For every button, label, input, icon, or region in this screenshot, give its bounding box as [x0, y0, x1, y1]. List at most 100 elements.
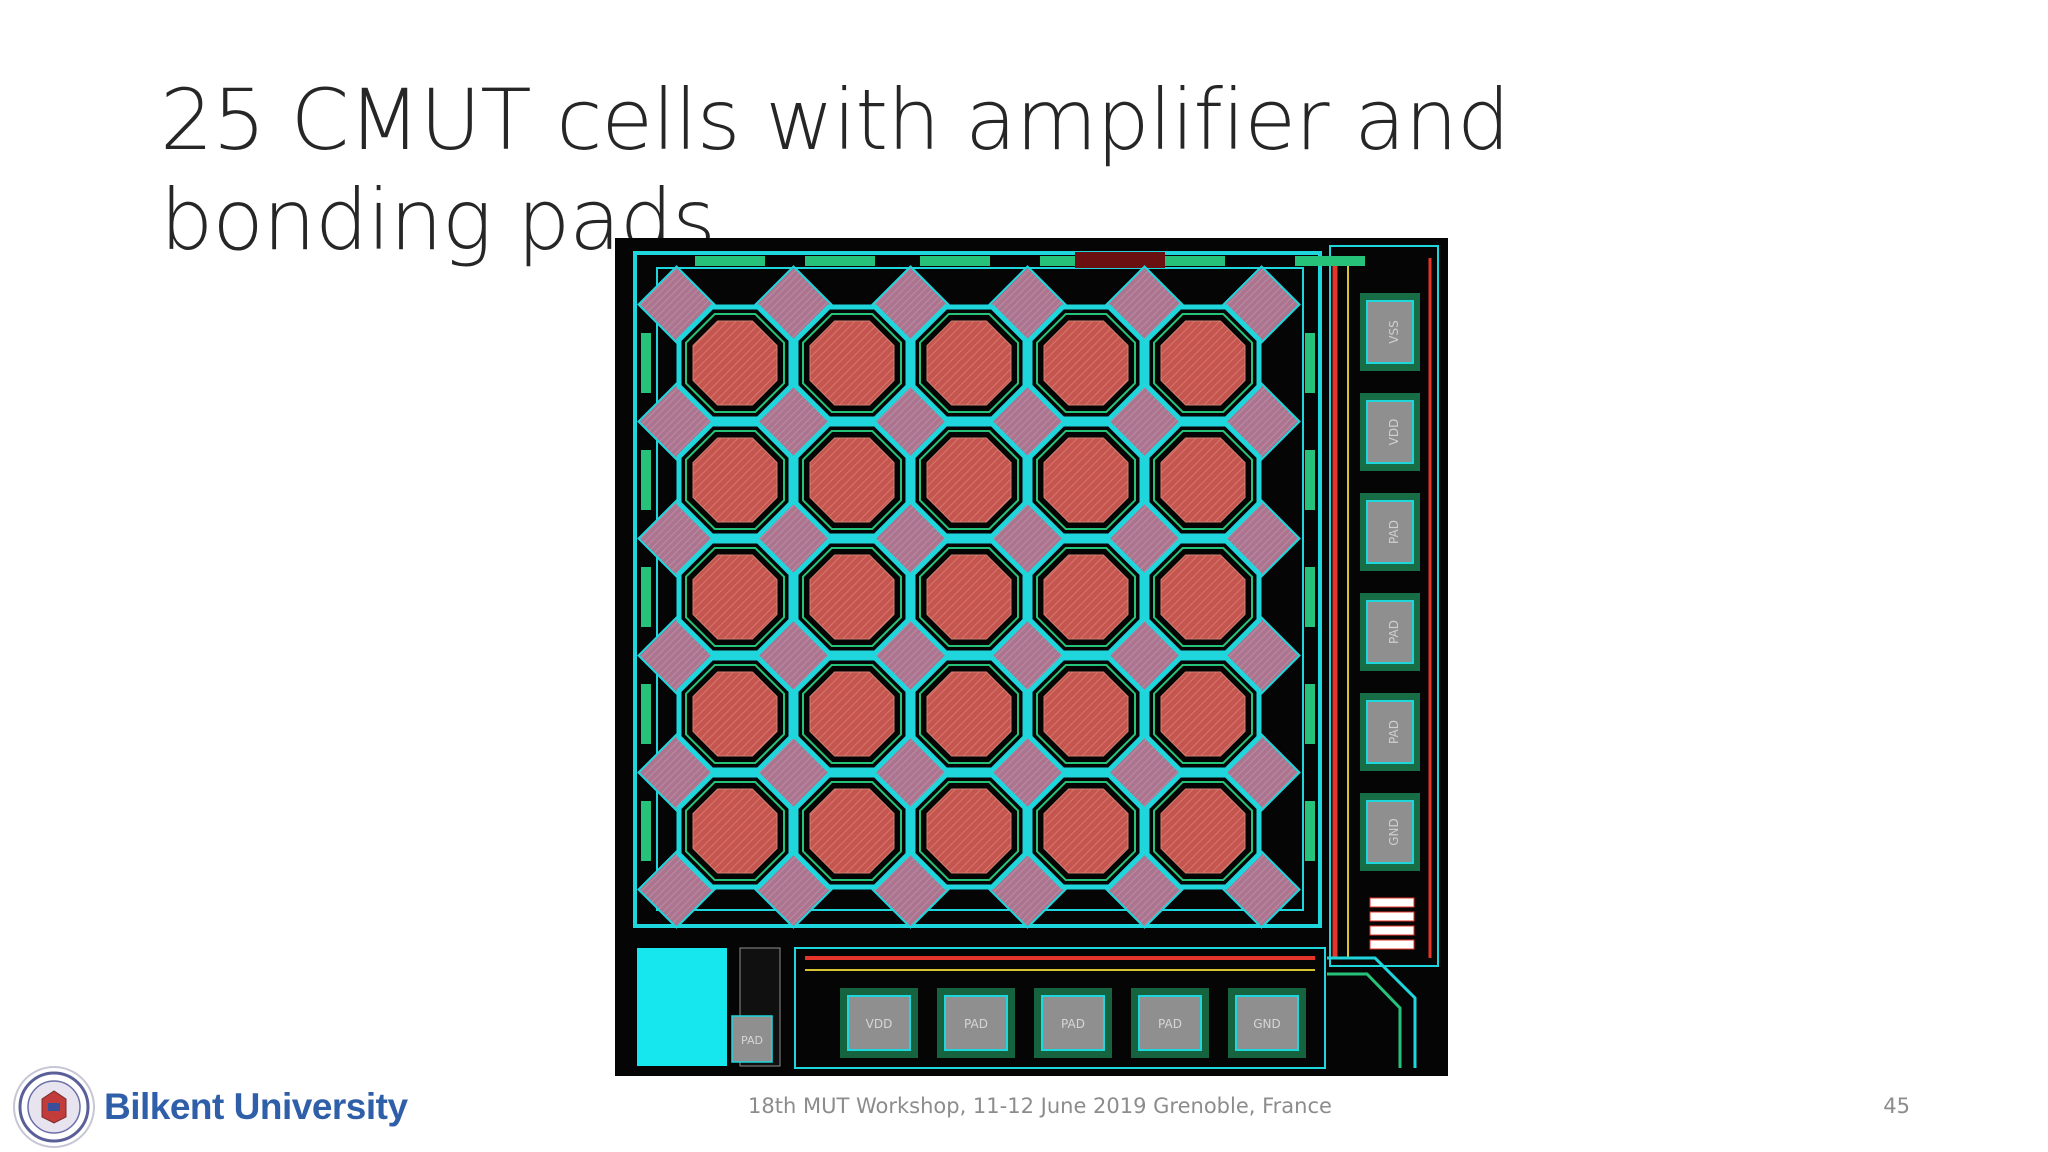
cmut-cell-ring [1036, 430, 1136, 530]
cmut-cell-ring [685, 430, 785, 530]
bottom-pad-label: VDD [866, 1017, 893, 1031]
cmut-cell-ring [919, 430, 1019, 530]
cmut-cell-frame [1144, 304, 1262, 422]
cmut-cell-ring [1036, 313, 1136, 413]
cmut-membrane [926, 437, 1012, 523]
cmut-cell-frame [1027, 304, 1145, 422]
cmut-membrane [809, 554, 895, 640]
cmut-cell-ring [1153, 313, 1253, 413]
bottom-pad [847, 995, 911, 1051]
component-block [1369, 911, 1415, 922]
left-stub [641, 333, 651, 393]
cmut-cell-ring [1153, 781, 1253, 881]
right-pad [1366, 300, 1414, 364]
cmut-cell-ring [919, 664, 1019, 764]
bottom-pad-label: PAD [1061, 1017, 1085, 1031]
corner-pad [731, 1015, 773, 1063]
cmut-membrane [1043, 554, 1129, 640]
top-edge-pad-2 [805, 256, 875, 266]
bottom-pad [944, 995, 1008, 1051]
cmut-membrane [692, 437, 778, 523]
cmut-cell-ring [685, 781, 785, 881]
component-block [1369, 897, 1415, 908]
cmut-membrane [1160, 554, 1246, 640]
cmut-cell-frame [1144, 772, 1262, 890]
corner-pad-label: PAD [741, 1034, 763, 1047]
top-red-block [1075, 252, 1165, 268]
bottom-pad-label: PAD [964, 1017, 988, 1031]
cmut-membrane [809, 320, 895, 406]
cmut-cell-frame [676, 538, 794, 656]
cmut-cell-frame [910, 304, 1028, 422]
right-pad [1366, 600, 1414, 664]
cmut-cell-frame [676, 772, 794, 890]
cmut-cell-frame [1027, 538, 1145, 656]
right-stub [1305, 801, 1315, 861]
right-pad [1366, 500, 1414, 564]
cmut-cell-frame [676, 655, 794, 773]
cmut-membrane [1043, 437, 1129, 523]
cmut-cell-frame [1144, 655, 1262, 773]
cmut-membrane [809, 437, 895, 523]
cmut-cell-frame [793, 655, 911, 773]
cmut-cell-frame [793, 421, 911, 539]
top-edge-pad-3 [920, 256, 990, 266]
cmut-cell-frame [676, 304, 794, 422]
bottom-row-frame [794, 947, 1326, 1069]
cmut-cell-frame [910, 538, 1028, 656]
cmut-membrane [809, 671, 895, 757]
right-pad-label: PAD [1387, 720, 1401, 744]
cmut-cell-frame [676, 421, 794, 539]
cmut-membrane [1043, 788, 1129, 874]
cmut-cell-ring [802, 547, 902, 647]
cmut-cell-frame [910, 655, 1028, 773]
right-pad-label: GND [1387, 818, 1401, 846]
bottom-pad [1138, 995, 1202, 1051]
cmut-membrane [926, 788, 1012, 874]
slide-title: 25 CMUT cells with amplifier and bonding… [160, 71, 1510, 269]
top-edge-pad-1 [695, 256, 765, 266]
cmut-cell-ring [1153, 430, 1253, 530]
cmut-cell-ring [1036, 547, 1136, 647]
left-stub [641, 801, 651, 861]
cmut-cell-ring [1036, 664, 1136, 764]
cmut-cell-frame [1027, 421, 1145, 539]
cmut-cell-frame [793, 772, 911, 890]
university-name: Bilkent University [104, 1086, 408, 1127]
cmut-cell-ring [919, 547, 1019, 647]
right-stub [1305, 567, 1315, 627]
corner-routing-1 [1327, 956, 1417, 1068]
cmut-membrane [692, 788, 778, 874]
cmut-membrane [1160, 320, 1246, 406]
cmut-cell-ring [802, 430, 902, 530]
left-stub [641, 684, 651, 744]
cmut-cell-frame [793, 538, 911, 656]
cmut-cell-ring [685, 313, 785, 413]
cmut-membrane [1043, 320, 1129, 406]
cmut-membrane [1160, 788, 1246, 874]
cmut-membrane [1160, 671, 1246, 757]
component-block [1369, 939, 1415, 950]
cmut-cell-frame [793, 304, 911, 422]
bottom-pad [1235, 995, 1299, 1051]
bottom-pad-label: PAD [1158, 1017, 1182, 1031]
right-stub [1305, 450, 1315, 510]
cmut-cell-ring [802, 313, 902, 413]
cmut-membrane [926, 554, 1012, 640]
right-pad [1366, 800, 1414, 864]
cmut-membrane [1043, 671, 1129, 757]
cmut-cell-frame [1144, 538, 1262, 656]
cmut-membrane [926, 320, 1012, 406]
bottom-pad-label: GND [1253, 1017, 1281, 1031]
cmut-cell-ring [802, 781, 902, 881]
corner-routing-2 [1327, 972, 1402, 1068]
cmut-membrane [926, 671, 1012, 757]
bottom-pad [1041, 995, 1105, 1051]
right-stub [1305, 684, 1315, 744]
cmut-cell-ring [919, 313, 1019, 413]
cmut-cell-ring [919, 781, 1019, 881]
cmut-membrane [692, 320, 778, 406]
